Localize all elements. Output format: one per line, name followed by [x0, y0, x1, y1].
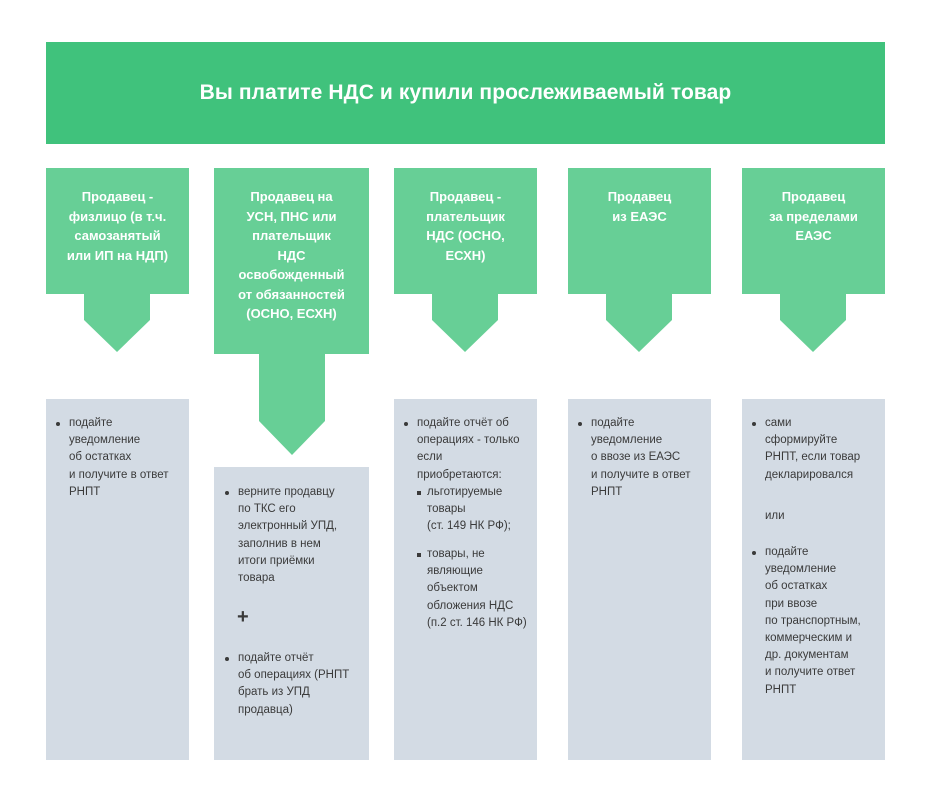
square-bullet-icon [417, 491, 421, 495]
info-line: продавца) [238, 703, 293, 716]
seller-line: плательщик [426, 208, 505, 224]
seller-box-individual: Продавец - физлицо (в т.ч. самозанятый и… [46, 168, 189, 294]
info-line: (п.2 ст. 146 НК РФ) [427, 616, 527, 629]
seller-line: Продавец - [81, 189, 154, 204]
info-line: по ТКС его [238, 503, 296, 516]
info-box-usn: верните продавцу по ТКС его электронный … [214, 467, 369, 760]
info-line: операциях - только [417, 434, 520, 447]
bullet-icon [752, 422, 756, 426]
info-box-individual: подайте уведомление об остатках и получи… [46, 399, 189, 760]
info-line: РНПТ [765, 683, 797, 696]
info-line: по транспортным, [765, 614, 861, 627]
seller-box-eaeu: Продавец из ЕАЭС [568, 168, 711, 294]
seller-line: УСН, ПНС или [246, 208, 337, 224]
info-line: об остатках [765, 580, 828, 593]
info-line: объектом [427, 582, 478, 595]
seller-line: ЕСХН) [445, 247, 486, 263]
seller-line: Продавец [607, 189, 672, 204]
info-line: заполнив в нем [238, 537, 321, 550]
info-line: электронный УПД, [238, 520, 338, 533]
info-line: товары, не [427, 548, 485, 560]
seller-box-outside-eaeu: Продавец за пределами ЕАЭС [742, 168, 885, 294]
info-line: и получите ответ [765, 666, 856, 679]
info-box-eaeu: подайте уведомление о ввозе из ЕАЭС и по… [568, 399, 711, 760]
or-separator: или [765, 510, 785, 522]
plus-sign: + [237, 606, 249, 628]
bullet-icon [404, 422, 408, 426]
info-line: коммерческим и [765, 632, 853, 645]
seller-line: (ОСНО, ЕСХН) [246, 306, 337, 321]
info-line: брать из УПД [238, 686, 310, 699]
info-line: подайте [591, 417, 635, 429]
seller-line: НДС [277, 247, 306, 263]
seller-line: Продавец [781, 189, 846, 204]
info-line: обложения НДС [427, 599, 514, 612]
info-line: уведомление [69, 434, 141, 447]
info-line: при ввозе [765, 597, 818, 610]
bullet-icon [578, 422, 582, 426]
info-line: приобретаются: [417, 468, 502, 481]
info-line: и получите в ответ [69, 468, 169, 481]
seller-line: НДС (ОСНО, [426, 228, 505, 243]
bullet-icon [752, 551, 756, 555]
info-line: РНПТ, если товар [765, 451, 861, 464]
seller-line: Продавец на [250, 189, 333, 204]
info-line: и получите в ответ [591, 468, 691, 481]
info-line: верните продавцу [238, 486, 335, 498]
header-banner: Вы платите НДС и купили прослеживаемый т… [46, 42, 885, 144]
seller-line: ЕАЭС [795, 228, 832, 243]
info-line: льготируемые [427, 486, 503, 498]
info-line: товара [238, 572, 275, 585]
bullet-icon [225, 657, 229, 661]
info-line: итоги приёмки [238, 554, 315, 567]
seller-line: от обязанностей [238, 286, 345, 302]
square-bullet-icon [417, 553, 421, 557]
info-line: подайте [765, 546, 809, 558]
seller-line: из ЕАЭС [612, 208, 667, 224]
info-line: (ст. 149 НК РФ); [427, 520, 511, 533]
info-line: уведомление [591, 434, 663, 447]
info-line: сами [765, 417, 792, 429]
seller-line: плательщик [252, 228, 331, 243]
info-line: подайте отчёт [238, 652, 314, 664]
seller-box-vat-payer: Продавец - плательщик НДС (ОСНО, ЕСХН) [394, 168, 537, 294]
info-line: об операциях (РНПТ [238, 669, 350, 682]
info-line: товары [427, 503, 466, 516]
seller-box-usn: Продавец на УСН, ПНС или плательщик НДС … [214, 168, 369, 354]
seller-line: освобожденный [238, 267, 345, 282]
info-line: РНПТ [69, 485, 101, 498]
info-box-vat-payer: подайте отчёт об операциях - только если… [394, 399, 537, 760]
info-box-outside-eaeu: сами сформируйте РНПТ, если товар деклар… [742, 399, 885, 760]
seller-line: за пределами [769, 208, 858, 224]
seller-line: самозанятый [74, 228, 161, 243]
info-line: об остатках [69, 451, 132, 464]
info-line: если [417, 451, 443, 464]
seller-line: или ИП на НДП) [66, 247, 169, 263]
seller-line: Продавец - [429, 189, 502, 204]
info-line: подайте [69, 417, 113, 429]
page-title: Вы платите НДС и купили прослеживаемый т… [199, 81, 732, 104]
info-line: о ввозе из ЕАЭС [591, 451, 681, 464]
info-line: РНПТ [591, 485, 623, 498]
info-line: сформируйте [765, 434, 838, 447]
bullet-icon [56, 422, 60, 426]
info-line: являющие [427, 565, 483, 578]
info-line: уведомление [765, 563, 837, 576]
seller-line: физлицо (в т.ч. [68, 208, 167, 224]
info-line: др. документам [765, 649, 849, 662]
info-line: декларировался [765, 468, 854, 481]
bullet-icon [225, 491, 229, 495]
info-line: подайте отчёт об [417, 417, 509, 429]
